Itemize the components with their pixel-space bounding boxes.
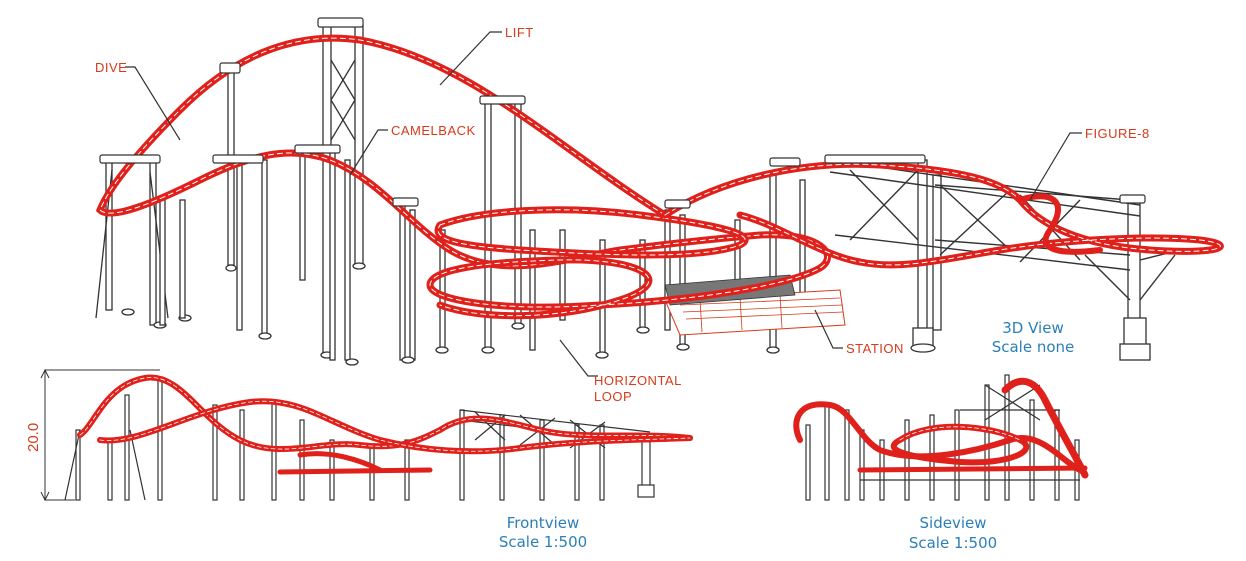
side-view-title: Sideview <box>920 514 987 532</box>
three-d-view-scale: Scale none <box>992 338 1075 356</box>
callout-camelback: CAMELBACK <box>391 123 476 138</box>
track-3d <box>95 34 1224 320</box>
side-view: Sideview Scale 1:500 <box>793 374 1089 552</box>
station-platform <box>664 274 846 336</box>
track-front <box>77 374 693 475</box>
front-truss <box>64 409 651 501</box>
callout-lift: LIFT <box>505 25 534 40</box>
front-view-scale: Scale 1:500 <box>499 533 587 551</box>
three-d-view-title: 3D View <box>1002 319 1063 337</box>
three-d-view: DIVE LIFT CAMELBACK FIGURE-8 STATION HOR… <box>95 17 1224 404</box>
front-view: 20.0 <box>25 368 693 551</box>
height-dimension-label: 20.0 <box>25 423 42 452</box>
height-dimension <box>40 368 160 502</box>
callout-leaders <box>125 31 1082 377</box>
track-side <box>793 377 1089 479</box>
track-dive-lift <box>95 34 669 270</box>
side-caption: Sideview Scale 1:500 <box>909 514 997 552</box>
track-upper-loop <box>434 206 749 259</box>
callout-horizontal-loop-1: HORIZONTAL <box>594 373 682 388</box>
front-view-title: Frontview <box>507 514 579 532</box>
callout-dive: DIVE <box>95 60 127 75</box>
callout-labels: DIVE LIFT CAMELBACK FIGURE-8 STATION HOR… <box>95 25 1150 404</box>
callout-horizontal-loop-2: LOOP <box>594 389 632 404</box>
three-d-caption: 3D View Scale none <box>992 319 1075 356</box>
side-truss <box>860 384 1080 481</box>
callout-figure8: FIGURE-8 <box>1085 126 1150 141</box>
front-posts <box>75 377 655 501</box>
column-caps <box>99 17 1146 209</box>
front-caption: Frontview Scale 1:500 <box>499 514 587 551</box>
callout-station: STATION <box>846 341 904 356</box>
side-view-scale: Scale 1:500 <box>909 534 997 552</box>
